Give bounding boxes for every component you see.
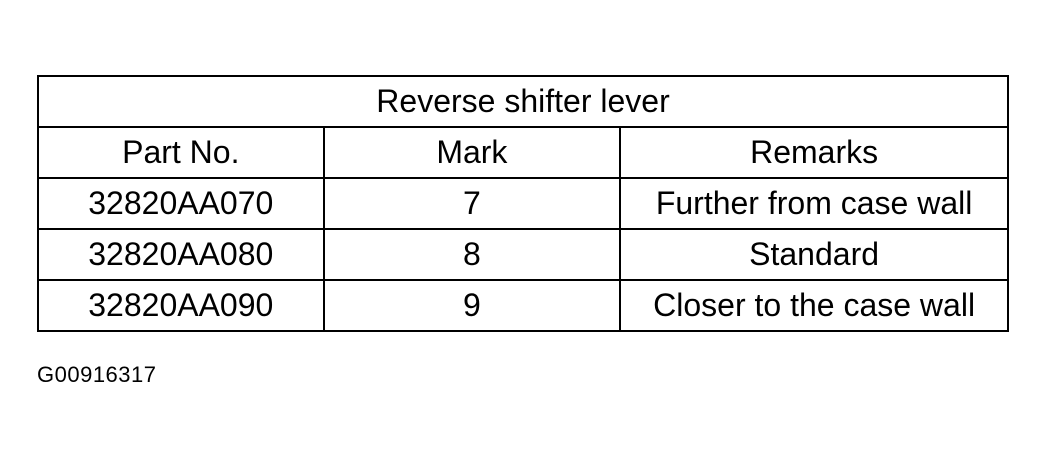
header-part-no: Part No. [37,126,325,179]
table-title-row: Reverse shifter lever [37,75,1009,128]
cell-mark: 7 [322,177,622,230]
table-title: Reverse shifter lever [37,75,1009,128]
reverse-shifter-lever-table: Reverse shifter lever Part No. Mark Rema… [37,75,1009,332]
table-row: 32820AA080 8 Standard [37,228,1009,281]
table-row: 32820AA070 7 Further from case wall [37,177,1009,230]
cell-part-no: 32820AA070 [37,177,325,230]
cell-mark: 9 [322,279,622,332]
figure-id-label: G00916317 [37,362,157,387]
cell-part-no: 32820AA090 [37,279,325,332]
header-mark: Mark [322,126,622,179]
cell-remarks: Standard [619,228,1009,281]
cell-part-no: 32820AA080 [37,228,325,281]
cell-remarks: Further from case wall [619,177,1009,230]
header-remarks: Remarks [619,126,1009,179]
cell-remarks: Closer to the case wall [619,279,1009,332]
cell-mark: 8 [322,228,622,281]
table-row: 32820AA090 9 Closer to the case wall [37,279,1009,332]
table-header-row: Part No. Mark Remarks [37,126,1009,179]
